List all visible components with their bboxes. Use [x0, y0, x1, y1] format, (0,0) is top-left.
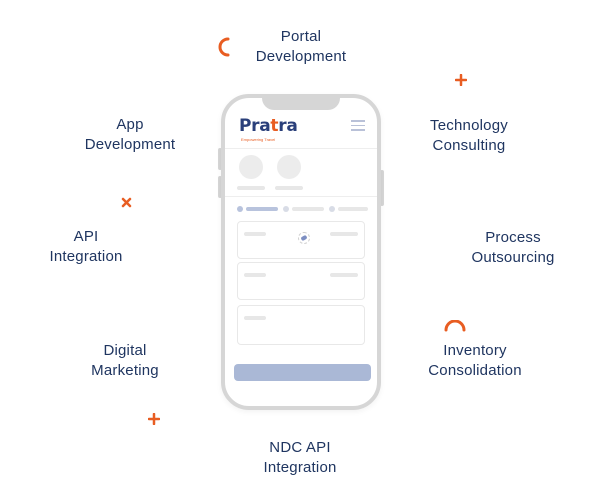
service-label-line: Consulting	[432, 137, 506, 154]
service-label-line: Portal	[280, 28, 322, 45]
service-api-integration: API Integration	[11, 227, 161, 267]
loading-spinner-icon	[298, 232, 310, 244]
phone-side-button	[218, 176, 222, 198]
service-inventory-consolidation: Inventory Consolidation	[400, 341, 550, 381]
service-label-line: Marketing	[91, 362, 159, 379]
service-digital-marketing: Digital Marketing	[50, 341, 200, 381]
service-label-line: NDC API	[269, 439, 331, 456]
service-label-line: Development	[84, 136, 176, 153]
service-label-line: Consolidation	[428, 362, 522, 379]
tab-indicator-icon[interactable]	[237, 206, 243, 212]
service-label-line: Development	[255, 48, 347, 65]
text-placeholder	[330, 273, 358, 277]
service-label-line: Outsourcing	[471, 249, 555, 266]
arc-icon	[218, 37, 230, 57]
tab-placeholder[interactable]	[246, 207, 278, 211]
tab-placeholder[interactable]	[292, 207, 324, 211]
service-portal-development: Portal Development	[226, 27, 376, 67]
service-label-line: Integration	[263, 459, 337, 476]
brand-tagline: Empowering Travel	[241, 137, 276, 142]
text-placeholder	[244, 273, 266, 277]
tab-indicator-icon[interactable]	[283, 206, 289, 212]
tab-placeholder[interactable]	[338, 207, 368, 211]
cross-icon	[121, 197, 132, 208]
list-card	[237, 305, 365, 345]
plus-icon	[455, 74, 467, 86]
avatar-placeholder	[239, 155, 263, 179]
service-label-line: Technology	[430, 117, 508, 134]
text-placeholder	[244, 232, 266, 236]
phone-mockup: Pratra Empowering Travel	[221, 94, 381, 410]
avatar-placeholder	[277, 155, 301, 179]
service-label-line: App	[116, 116, 144, 133]
service-label-line: Inventory	[443, 342, 507, 359]
plus-icon	[148, 413, 160, 425]
tab-indicator-icon[interactable]	[329, 206, 335, 212]
text-placeholder	[330, 232, 358, 236]
hamburger-menu-icon[interactable]	[351, 120, 365, 132]
section-divider	[225, 196, 377, 197]
service-ndc-api-integration: NDC API Integration	[225, 438, 375, 478]
service-label-line: Process	[485, 229, 541, 246]
brand-logo: Pratra	[239, 116, 298, 136]
text-placeholder	[275, 186, 303, 190]
phone-side-button	[218, 148, 222, 170]
service-process-outsourcing: Process Outsourcing	[438, 228, 588, 268]
list-card	[237, 262, 365, 300]
phone-side-button	[380, 170, 384, 206]
loading-card	[237, 221, 365, 259]
text-placeholder	[237, 186, 265, 190]
phone-notch	[262, 94, 340, 110]
service-app-development: App Development	[55, 115, 205, 155]
service-label-line: Integration	[49, 248, 123, 265]
service-label-line: API	[73, 228, 99, 245]
header-divider	[225, 148, 377, 149]
service-label-line: Digital	[103, 342, 147, 359]
text-placeholder	[244, 316, 266, 320]
service-technology-consulting: Technology Consulting	[394, 116, 544, 156]
app-header: Pratra Empowering Travel	[235, 114, 367, 144]
arc-icon	[444, 320, 466, 332]
action-button-placeholder[interactable]	[234, 364, 371, 381]
